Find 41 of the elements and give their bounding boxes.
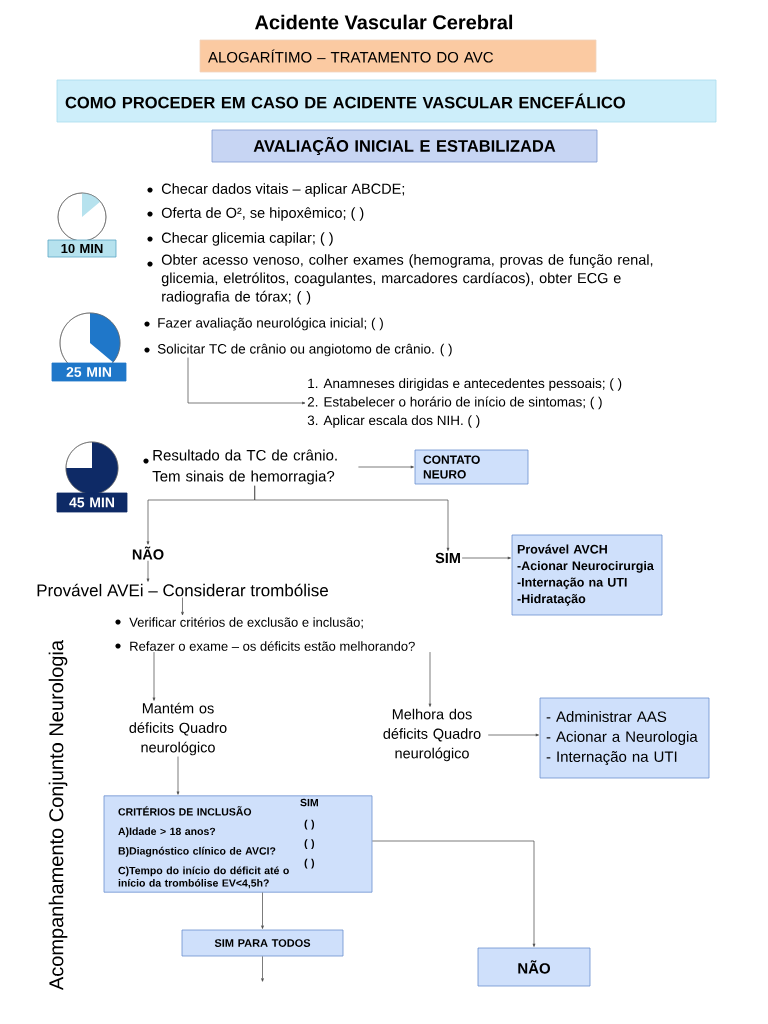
criteria-box: CRITÉRIOS DE INCLUSÃO SIM A)Idade > 18 anos? ( ) B)Diagnóstico clínico de AVCI? ( ) C)Tempo do início do déficit até o início da trombólise EV<4,5h? ( ) [103,795,373,893]
arrow [146,560,150,582]
arrow [358,465,414,469]
arrow [428,651,432,707]
section-header-box: AVALIAÇÃO INICIAL E ESTABILIZADA [211,129,598,163]
process-box: - Administrar AAS - Acionar a Neurologia - Internação na UTI [539,697,710,779]
arrow [254,485,450,551]
decision-text: Provável AVEi – Considerar trombólise [37,583,328,597]
process-box: Provável AVCH -Acionar Neurocirurgia -Internação na UTI -Hidratação [511,534,663,616]
time-label: 25 MIN [51,362,127,382]
arrow [372,840,536,947]
bullet-item: Obter acesso venoso, colher exames (hemograma, provas de função renal, glicemia, eletrólitos, coagulantes, marcadores cardíacos), obter ECG e radiografia de tórax; ( ) [161,254,653,305]
bullet-item: Oferta de O², se hipoxêmico; ( ) [161,207,364,221]
decision-label: NÃO [132,546,164,560]
arrow [152,651,156,701]
arrow [261,892,264,929]
arrow [176,756,180,795]
process-box: CONTATO NEURO [414,449,529,485]
process-box: SIM PARA TODOS [181,929,344,957]
outcome-text: Melhora dos déficits Quadro neurológico [383,708,481,762]
time-label: 45 MIN [56,492,128,513]
decision-label: SIM [435,552,460,564]
bullet-list: Verificar critérios de exclusão e inclusão; Refazer o exame – os déficits estão melhorando? [129,617,415,651]
bullet-item: Checar dados vitais – aplicar ABCDE; [161,183,405,197]
question-text: Resultado da TC de crânio. Tem sinais de hemorragia? [152,449,337,485]
arrow [187,357,306,405]
title: Acidente Vascular Cerebral [255,14,513,30]
outcome-text: Mantém os déficits Quadro neurológico [129,702,227,756]
numbered-list: 1. Anamneses dirigidas e antecedentes pessoais; ( ) 2. Estabelecer o horário de início de sintomas; ( ) 3. Aplicar escala dos NIH. ( ) [307,378,622,428]
arrow [461,556,511,560]
bullet-item: Fazer avaliação neurológica inicial; ( ) [158,317,383,331]
arrow [261,956,264,982]
time-label: 10 MIN [47,239,117,258]
banner: ALOGARÍTIMO – TRATAMENTO DO AVC [199,39,597,73]
banner: COMO PROCEDER EM CASO DE ACIDENTE VASCULAR ENCEFÁLICO [56,79,717,123]
bullet-item: Checar glicemia capilar; ( ) [161,232,333,246]
side-label: Acompanhamento Conjunto Neurologia [48,640,68,991]
process-box: NÃO [477,947,591,987]
arrow [181,597,184,616]
instruction-text: Solicitar TC de crânio ou angiotomo de crânio. ( ) [157,343,452,357]
arrow [487,733,539,737]
